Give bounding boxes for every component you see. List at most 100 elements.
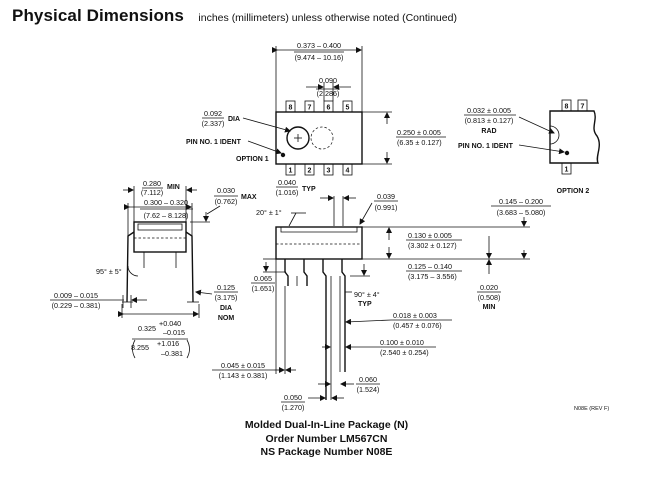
top-pin1-ident-label: PIN NO. 1 IDENT bbox=[186, 139, 242, 146]
side-shoulder-mm: (0.991) bbox=[375, 203, 398, 212]
side-body-in: 0.130 ± 0.005 bbox=[408, 231, 452, 240]
end-row-tol-in-plus: +0.040 bbox=[159, 319, 181, 328]
top-view: 8 7 6 5 1 2 3 4 0.373 – 0.400 (9.474 – 1… bbox=[186, 41, 446, 176]
side-lead-len-in: 0.125 – 0.140 bbox=[408, 262, 452, 271]
side-leads bbox=[284, 259, 346, 400]
pin-tab-6 bbox=[323, 100, 334, 113]
side-lead-typ-label: TYP bbox=[302, 186, 316, 193]
side-body bbox=[275, 226, 363, 260]
end-dia-in: 0.125 bbox=[217, 283, 235, 292]
side-seat-mm: (3.683 – 5.080) bbox=[497, 208, 546, 217]
option1-label: OPTION 1 bbox=[236, 156, 269, 163]
dimple-circle bbox=[286, 126, 310, 150]
side-w1-mm: (1.524) bbox=[357, 385, 380, 394]
end-row-tol-mm-plus: +1.016 bbox=[157, 339, 179, 348]
side-angle90: 90° ± 4° bbox=[354, 290, 380, 299]
end-angle: 95° ± 5° bbox=[96, 267, 122, 276]
end-row-tol-in-minus: –0.015 bbox=[163, 328, 185, 337]
end-view: 0.280 (7.112) MIN 0.300 – 0.320 (7.62 – … bbox=[50, 179, 257, 359]
top-body bbox=[275, 111, 363, 165]
end-span-mm: (7.62 – 8.128) bbox=[144, 211, 189, 220]
option2-rad-mm: (0.813 ± 0.127) bbox=[465, 116, 514, 125]
top-dia-in: 0.092 bbox=[204, 109, 222, 118]
end-width-in: 0.280 bbox=[143, 179, 161, 188]
end-lead-mm: (0.229 – 0.381) bbox=[52, 301, 101, 310]
option2-label: OPTION 2 bbox=[557, 188, 590, 195]
caption-line-1: Molded Dual-In-Line Package (N) bbox=[244, 419, 409, 431]
pin-tab-1 bbox=[285, 163, 296, 176]
pin-number-2: 2 bbox=[308, 168, 312, 175]
side-lead-w-mm: (0.457 ± 0.076) bbox=[393, 321, 442, 330]
pin-tab-7 bbox=[304, 100, 315, 113]
pin-number-7: 7 bbox=[308, 105, 312, 112]
pin-number-5: 5 bbox=[346, 105, 350, 112]
side-pitch-mm: (2.540 ± 0.254) bbox=[380, 348, 429, 357]
side-lead-mm: (1.016) bbox=[276, 188, 299, 197]
top-dia-label: DIA bbox=[228, 116, 240, 123]
drawing-ref-label: N08E (REV F) bbox=[574, 406, 609, 412]
side-w2-in: 0.050 bbox=[284, 393, 302, 402]
top-pitch-in: 0.090 bbox=[319, 76, 337, 85]
side-lead-3 bbox=[322, 259, 327, 400]
end-dia-label: DIA bbox=[220, 305, 232, 312]
side-lead-len-mm: (3.175 – 3.556) bbox=[408, 272, 457, 281]
top-height-mm: (6.35 ± 0.127) bbox=[397, 138, 442, 147]
option2-pin-number-7: 7 bbox=[581, 104, 585, 111]
side-lead-2 bbox=[303, 259, 308, 286]
option2-notch bbox=[549, 125, 560, 145]
pin-number-1: 1 bbox=[289, 168, 293, 175]
option2-pin-tab-8 bbox=[561, 99, 572, 112]
top-pitch-mm: (2.286) bbox=[317, 89, 340, 98]
end-dia-mm: (3.175) bbox=[215, 293, 238, 302]
page-header: Physical Dimensions inches (millimeters)… bbox=[12, 6, 457, 26]
side-min-mm: (0.508) bbox=[478, 293, 501, 302]
option2-rad-label: RAD bbox=[481, 128, 496, 135]
option2-pin-tab-1 bbox=[561, 162, 572, 175]
end-width-mm: (7.112) bbox=[141, 188, 163, 197]
pin-tab-5 bbox=[342, 100, 353, 113]
side-lead-w-in: 0.018 ± 0.003 bbox=[393, 311, 437, 320]
page-subtitle: inches (millimeters) unless otherwise no… bbox=[198, 12, 457, 24]
page-title: Physical Dimensions bbox=[12, 6, 184, 25]
side-view: 0.040 (1.016) TYP 0.039 (0.991) 20° ± 1°… bbox=[212, 178, 551, 412]
side-shoulder-in: 0.039 bbox=[377, 192, 395, 201]
end-max-label: MAX bbox=[241, 194, 257, 201]
end-row-in: 0.325 bbox=[138, 324, 156, 333]
option2-view: 8 7 1 0.032 ± 0.005 (0.813 ± 0.127) RAD … bbox=[458, 99, 600, 195]
end-max-in: 0.030 bbox=[217, 186, 235, 195]
side-lead-1 bbox=[284, 259, 289, 286]
side-w1-in: 0.060 bbox=[359, 375, 377, 384]
dimple-alt-circle bbox=[310, 126, 334, 150]
side-end-in: 0.045 ± 0.015 bbox=[221, 361, 265, 370]
end-width-min-label: MIN bbox=[167, 184, 180, 191]
caption-line-2: Order Number LM567CN bbox=[265, 432, 388, 445]
pin-tab-2 bbox=[304, 163, 315, 176]
end-body-top-edge bbox=[137, 223, 183, 231]
side-standoff-mm: (1.651) bbox=[252, 284, 275, 293]
end-lead-right bbox=[185, 231, 194, 303]
option2-pin-number-8: 8 bbox=[565, 104, 569, 111]
option2-pin1-dot bbox=[564, 150, 570, 156]
option2-pin-number-1: 1 bbox=[565, 167, 569, 174]
side-lead-in: 0.040 bbox=[278, 178, 296, 187]
end-lead-in: 0.009 – 0.015 bbox=[54, 291, 98, 300]
option2-pin-tab-7 bbox=[577, 99, 588, 112]
side-min-label: MIN bbox=[483, 304, 496, 311]
pin-tab-3 bbox=[323, 163, 334, 176]
package-caption: Molded Dual-In-Line Package (N) Order Nu… bbox=[0, 419, 653, 460]
pin-number-6: 6 bbox=[327, 105, 331, 112]
option2-rad-in: 0.032 ± 0.005 bbox=[467, 106, 511, 115]
end-nom-label: NOM bbox=[218, 315, 235, 322]
top-dia-mm: (2.337) bbox=[202, 119, 225, 128]
side-w2-mm: (1.270) bbox=[282, 403, 305, 412]
side-pitch-in: 0.100 ± 0.010 bbox=[380, 338, 424, 347]
end-max-mm: (0.762) bbox=[215, 197, 238, 206]
pin-tab-8 bbox=[285, 100, 296, 113]
side-angle: 20° ± 1° bbox=[256, 208, 282, 217]
side-seat-in: 0.145 – 0.200 bbox=[499, 197, 543, 206]
end-row-tol-mm-minus: –0.381 bbox=[161, 349, 183, 358]
pin-number-8: 8 bbox=[289, 105, 293, 112]
pin-tab-4 bbox=[342, 163, 353, 176]
top-width-mm: (9.474 – 10.16) bbox=[295, 53, 344, 62]
